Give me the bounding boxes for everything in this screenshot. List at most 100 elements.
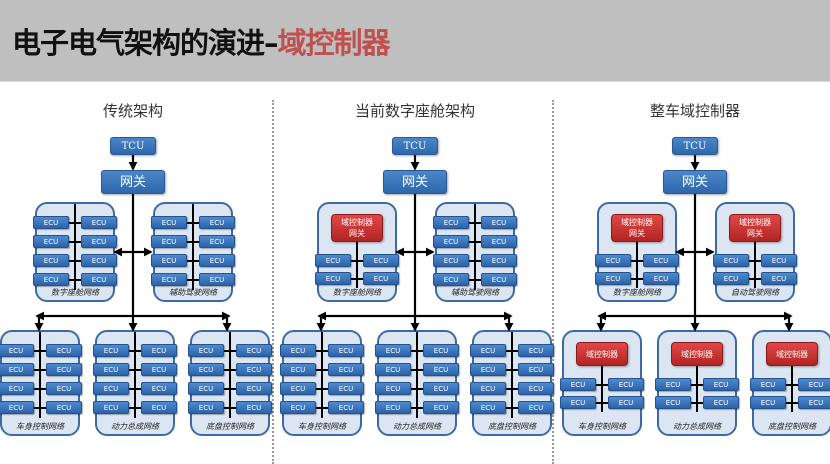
gateway-node: 网关 [663, 170, 727, 194]
ecu-label: ECU [246, 347, 262, 355]
ecu-node: ECU [0, 363, 34, 376]
ecu-label: ECU [198, 366, 214, 374]
ecu-node: ECU [470, 382, 506, 395]
ecu-node: ECU [713, 254, 749, 267]
ecu-label: ECU [480, 366, 496, 374]
branch-line [506, 407, 518, 409]
ecu-label: ECU [91, 219, 107, 227]
ecu-node: ECU [423, 363, 459, 376]
network-label: 动力总成网络 [111, 422, 159, 431]
network-label: 车身控制网络 [16, 422, 64, 431]
ecu-label: ECU [161, 219, 177, 227]
branch-line [411, 407, 423, 409]
ecu-label: ECU [91, 257, 107, 265]
branch-line [129, 350, 141, 352]
ecu-node: ECU [328, 382, 364, 395]
ecu-label: ECU [338, 347, 354, 355]
ecu-node: ECU [236, 363, 272, 376]
bus-line [601, 366, 603, 412]
ecu-node: ECU [236, 382, 272, 395]
ecu-node: ECU [750, 378, 786, 391]
ecu-node: ECU [33, 254, 69, 267]
branch-line [506, 388, 518, 390]
branch-line [469, 222, 481, 224]
gateway-label: 网关 [681, 175, 708, 190]
ecu-node: ECU [375, 344, 411, 357]
ecu-label: ECU [605, 257, 621, 265]
ecu-label: ECU [491, 219, 507, 227]
ecu-label: ECU [338, 404, 354, 412]
ecu-label: ECU [161, 257, 177, 265]
branch-line [129, 369, 141, 371]
ecu-label: ECU [151, 385, 167, 393]
branch-line [786, 384, 798, 386]
ecu-node: ECU [433, 273, 469, 286]
ecu-node: ECU [151, 254, 187, 267]
ecu-node: ECU [481, 273, 517, 286]
ecu-node: ECU [315, 254, 351, 267]
domain-controller-gateway: 域控制器网关 [729, 214, 781, 242]
branch-line [316, 388, 328, 390]
branch-line [187, 279, 199, 281]
ecu-node: ECU [655, 378, 691, 391]
ecu-label: ECU [103, 404, 119, 412]
ecu-label: ECU [385, 366, 401, 374]
gateway-label: 网关 [401, 175, 428, 190]
ecu-label: ECU [246, 366, 262, 374]
ecu-node: ECU [33, 216, 69, 229]
tcu-node: TCU [392, 137, 438, 155]
bus-line [229, 332, 231, 418]
network-label: 辅助驾驶网络 [451, 288, 499, 297]
ecu-node: ECU [433, 235, 469, 248]
ecu-node: ECU [328, 401, 364, 414]
section-title: 传统架构 [102, 102, 163, 120]
ecu-label: ECU [528, 404, 544, 412]
ecu-label: ECU [8, 347, 24, 355]
network-label: 底盘控制网络 [206, 422, 254, 431]
ecu-node: ECU [518, 363, 554, 376]
ecu-label: ECU [198, 385, 214, 393]
ecu-node: ECU [280, 344, 316, 357]
ecu-node: ECU [93, 344, 129, 357]
network-label: 数字座舱网络 [613, 288, 661, 297]
bus-line [474, 204, 476, 290]
branch-line [411, 388, 423, 390]
branch-line [786, 402, 798, 404]
ecu-label: ECU [443, 219, 459, 227]
ecu-node: ECU [481, 235, 517, 248]
ecu-label: ECU [491, 238, 507, 246]
tcu-node: TCU [110, 137, 156, 155]
branch-line [631, 260, 643, 262]
title-main: 电子电气架构的演进– [12, 26, 279, 60]
ecu-node: ECU [141, 363, 177, 376]
ecu-label: ECU [8, 385, 24, 393]
ecu-node: ECU [199, 216, 235, 229]
domain-controller: 域控制器 [671, 342, 723, 366]
ecu-node: ECU [315, 272, 351, 285]
ecu-label: ECU [246, 404, 262, 412]
ecu-label: ECU [103, 385, 119, 393]
ecu-label: ECU [91, 276, 107, 284]
title-accent: 域控制器 [277, 26, 391, 60]
ecu-label: ECU [528, 385, 544, 393]
domain-controller: 域控制器 [766, 342, 818, 366]
ecu-label: ECU [246, 385, 262, 393]
ecu-label: ECU [8, 404, 24, 412]
ecu-label: ECU [103, 366, 119, 374]
ecu-node: ECU [750, 396, 786, 409]
ecu-node: ECU [433, 216, 469, 229]
ecu-label: ECU [325, 275, 341, 283]
branch-line [34, 407, 46, 409]
branch-line [469, 279, 481, 281]
ecu-label: ECU [480, 385, 496, 393]
ecu-label: ECU [653, 275, 669, 283]
branch-line [34, 369, 46, 371]
ecu-label: ECU [570, 381, 586, 389]
ecu-node: ECU [375, 363, 411, 376]
ecu-label: ECU [760, 381, 776, 389]
ecu-node: ECU [93, 401, 129, 414]
network-label: 动力总成网络 [673, 422, 721, 431]
